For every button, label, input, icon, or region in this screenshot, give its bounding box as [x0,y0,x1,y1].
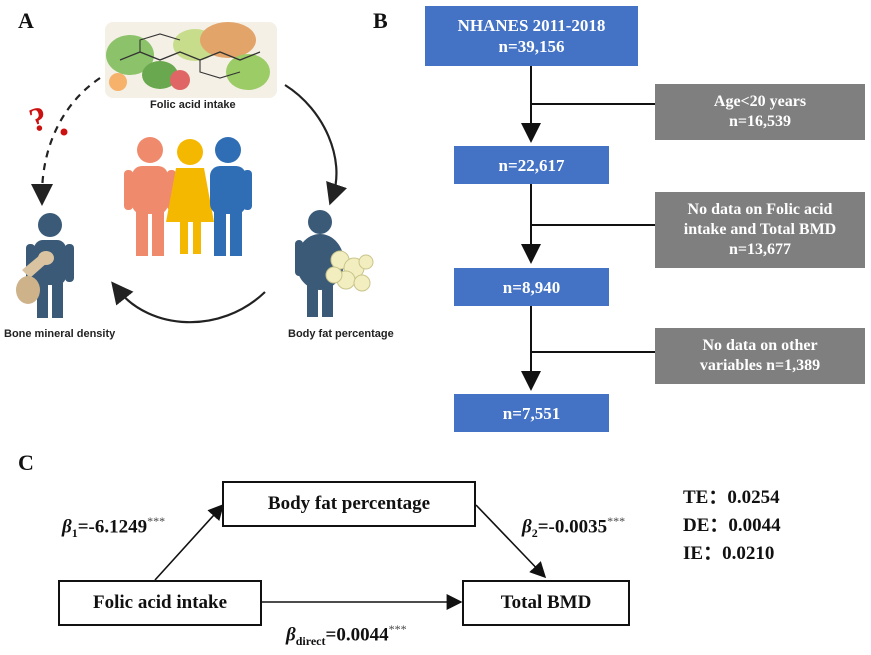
effect-de: DE：0.0044 [683,512,781,540]
beta2-significance: *** [607,514,626,528]
bone-figure-icon [16,213,74,318]
arrow-fat-to-bmd [111,281,266,324]
effect-ie-value: 0.0210 [722,543,775,564]
arrow-folic-to-fat [284,84,347,206]
food-molecule-image [105,22,277,98]
question-mark-icon: ? [25,100,51,140]
effect-ie-label: IE： [683,543,723,564]
exclusion-folic-count: n=13,677 [728,241,791,258]
effect-te: TE：0.0254 [683,484,781,512]
bmd-caption: Bone mineral density [4,328,116,340]
beta2-subscript: 2 [531,526,538,541]
exclusion-box-other: No data on other variables n=1,389 [655,328,865,384]
mediator-box: Body fat percentage [222,481,476,527]
flow-box-step2: n=8,940 [454,268,609,306]
flow-box-final-count: n=7,551 [502,403,561,423]
folic-acid-caption: Folic acid intake [150,99,236,111]
beta-direct-subscript: direct [295,634,326,649]
beta1-subscript: 1 [71,526,78,541]
panel-label-b: B [373,8,388,33]
beta1-symbol: β [62,516,72,538]
flow-box-step2-count: n=8,940 [502,277,561,297]
exclusion-box-age: Age<20 years n=16,539 [655,84,865,140]
exclusion-folic-reason-2: intake and Total BMD [683,221,837,238]
beta2-value: =-0.0035 [537,516,608,538]
beta1-significance: *** [147,514,166,528]
effect-de-value: 0.0044 [728,515,781,536]
body-fat-figure-icon [295,210,374,317]
effects-summary: TE：0.0254 DE：0.0044 IE：0.0210 [683,484,781,568]
effect-te-value: 0.0254 [727,487,780,508]
panel-label-c: C [18,450,34,475]
mediation-arrows [154,503,547,610]
exclusion-other-reason: No data on other [702,337,818,354]
beta2-label: β2=-0.0035*** [522,514,625,541]
flowchart-connectors [521,66,655,391]
flow-box-step1: n=22,617 [454,146,609,184]
arrow-folic-to-bmd-dashed [31,77,101,206]
beta1-value: =-6.1249 [77,516,148,538]
flow-box-final: n=7,551 [454,394,609,432]
effect-te-label: TE： [683,487,728,508]
beta-direct-symbol: β [286,624,296,646]
exclusion-age-count: n=16,539 [728,113,791,130]
body-fat-caption: Body fat percentage [288,328,394,340]
family-icon [124,137,252,256]
effect-de-label: DE： [683,515,729,536]
panel-label-a: A [18,8,34,33]
exclusion-age-reason: Age<20 years [713,93,807,110]
flow-box-step1-count: n=22,617 [498,155,565,175]
beta-direct-significance: *** [388,622,407,636]
exclusion-other-count: variables n=1,389 [699,357,821,374]
beta-direct-label: βdirect=0.0044*** [286,622,407,649]
outcome-box: Total BMD [462,580,630,626]
flow-box-nhanes: NHANES 2011-2018 n=39,156 [425,6,638,66]
beta-direct-value: =0.0044 [325,624,389,646]
flow-box-nhanes-title: NHANES 2011-2018 [457,16,606,35]
exclusion-folic-reason-1: No data on Folic acid [687,201,833,218]
exclusion-box-folic-bmd: No data on Folic acid intake and Total B… [655,192,865,268]
beta1-label: β1=-6.1249*** [62,514,165,541]
beta2-symbol: β [522,516,532,538]
exposure-box: Folic acid intake [58,580,262,626]
effect-ie: IE：0.0210 [683,540,781,568]
flow-box-nhanes-count: n=39,156 [498,37,565,56]
